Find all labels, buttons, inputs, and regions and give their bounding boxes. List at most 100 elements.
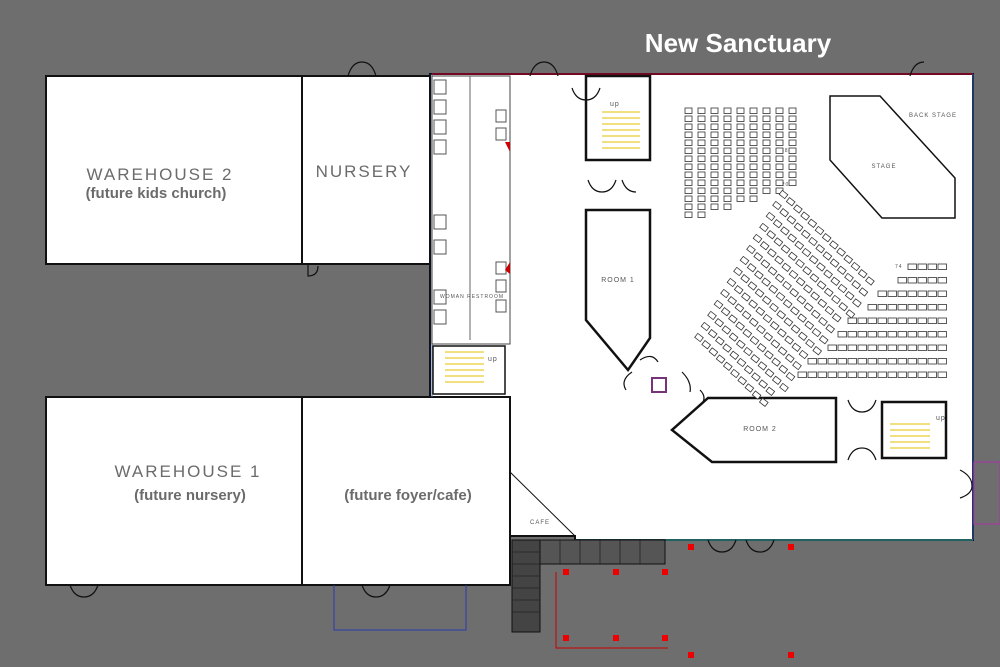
seat: [786, 215, 797, 225]
seat: [775, 115, 784, 122]
door-room-1[interactable]: [587, 179, 637, 193]
seat: [801, 247, 812, 258]
seat: [720, 307, 731, 317]
seat: [769, 302, 779, 313]
seat: [736, 179, 745, 186]
seat: [937, 331, 947, 338]
seat: [897, 290, 907, 297]
seat: [800, 229, 811, 239]
seat: [927, 317, 937, 324]
door-room-1-corner[interactable]: [623, 355, 659, 391]
north-stairs-treads: [602, 111, 640, 149]
door-nursery-north[interactable]: [347, 61, 377, 77]
seat: [917, 344, 927, 351]
south-ramp[interactable]: [511, 539, 541, 633]
seat: [858, 287, 869, 297]
seat: [684, 115, 693, 122]
seat: [795, 277, 806, 287]
seat: [767, 266, 778, 276]
seat: [762, 123, 771, 130]
seat: [764, 368, 775, 378]
seat: [887, 304, 897, 311]
seat: [847, 317, 857, 324]
door-warehouse-2[interactable]: [307, 264, 319, 277]
seat: [697, 139, 706, 146]
door-north-2[interactable]: [909, 61, 925, 77]
seat: [762, 139, 771, 146]
seat: [792, 360, 802, 371]
seat: [907, 371, 917, 378]
seat: [707, 310, 717, 321]
restroom-block[interactable]: [431, 75, 511, 345]
room-1[interactable]: [584, 208, 652, 373]
seat: [847, 371, 857, 378]
door-foyer-south[interactable]: [361, 584, 391, 598]
seat: [887, 344, 897, 351]
south-landing[interactable]: [539, 539, 666, 565]
column-marker: [651, 377, 667, 393]
seat: [847, 358, 857, 365]
door-south-1[interactable]: [707, 539, 737, 553]
east-annex: [973, 461, 1000, 525]
seat: [749, 187, 758, 194]
door-room-2-corner[interactable]: [681, 371, 705, 407]
door-south-2[interactable]: [745, 539, 775, 553]
seat: [907, 263, 917, 270]
canopy-posts: [563, 544, 794, 658]
seat: [697, 115, 706, 122]
seat: [746, 244, 756, 255]
seat: [837, 331, 847, 338]
west-stairs-up-label: up: [488, 356, 498, 363]
restroom-label: WOMAN RESTROOM: [440, 294, 504, 300]
door-warehouse-1-south[interactable]: [69, 584, 99, 598]
south-ramp-lines: [512, 540, 641, 613]
seat: [762, 179, 771, 186]
seat: [887, 331, 897, 338]
seat: [814, 225, 825, 236]
seat: [684, 211, 693, 218]
seat: [762, 313, 773, 324]
nursery-room[interactable]: [301, 75, 431, 265]
seat: [736, 123, 745, 130]
seat: [937, 263, 947, 270]
seat: [782, 280, 792, 291]
seat: [733, 266, 743, 277]
seat: [684, 107, 693, 114]
seat: [736, 107, 745, 114]
seat: [857, 371, 867, 378]
door-room-2-east[interactable]: [847, 399, 877, 413]
seating-right-rows: [797, 263, 947, 378]
warehouse-1-room[interactable]: [45, 396, 303, 586]
room-2[interactable]: [670, 396, 838, 464]
door-east[interactable]: [959, 469, 973, 499]
cafe-label: CAFE: [530, 520, 550, 526]
seat: [804, 320, 815, 330]
seat: [760, 259, 771, 269]
seat: [845, 309, 856, 319]
foyer-room[interactable]: [301, 396, 511, 586]
seat: [907, 358, 917, 365]
stage-label: STAGE: [872, 164, 897, 170]
seat: [836, 247, 846, 257]
seat: [917, 317, 927, 324]
seat: [803, 284, 813, 294]
restroom-stalls: [433, 79, 507, 325]
door-north-1[interactable]: [529, 61, 559, 77]
seat: [937, 344, 947, 351]
door-stairs-north[interactable]: [571, 87, 601, 101]
seat: [710, 155, 719, 162]
seat: [755, 306, 766, 316]
warehouse-2-room[interactable]: [45, 75, 303, 265]
seat: [684, 195, 693, 202]
seat: [736, 163, 745, 170]
stage[interactable]: [829, 95, 956, 219]
door-room-2-east-lower[interactable]: [847, 447, 877, 461]
seat: [723, 163, 732, 170]
seat: [823, 287, 834, 297]
seat: [750, 354, 761, 364]
seat: [844, 291, 855, 301]
seat: [742, 328, 753, 338]
east-stairs-up-label: up: [936, 415, 946, 422]
seat: [708, 347, 719, 357]
